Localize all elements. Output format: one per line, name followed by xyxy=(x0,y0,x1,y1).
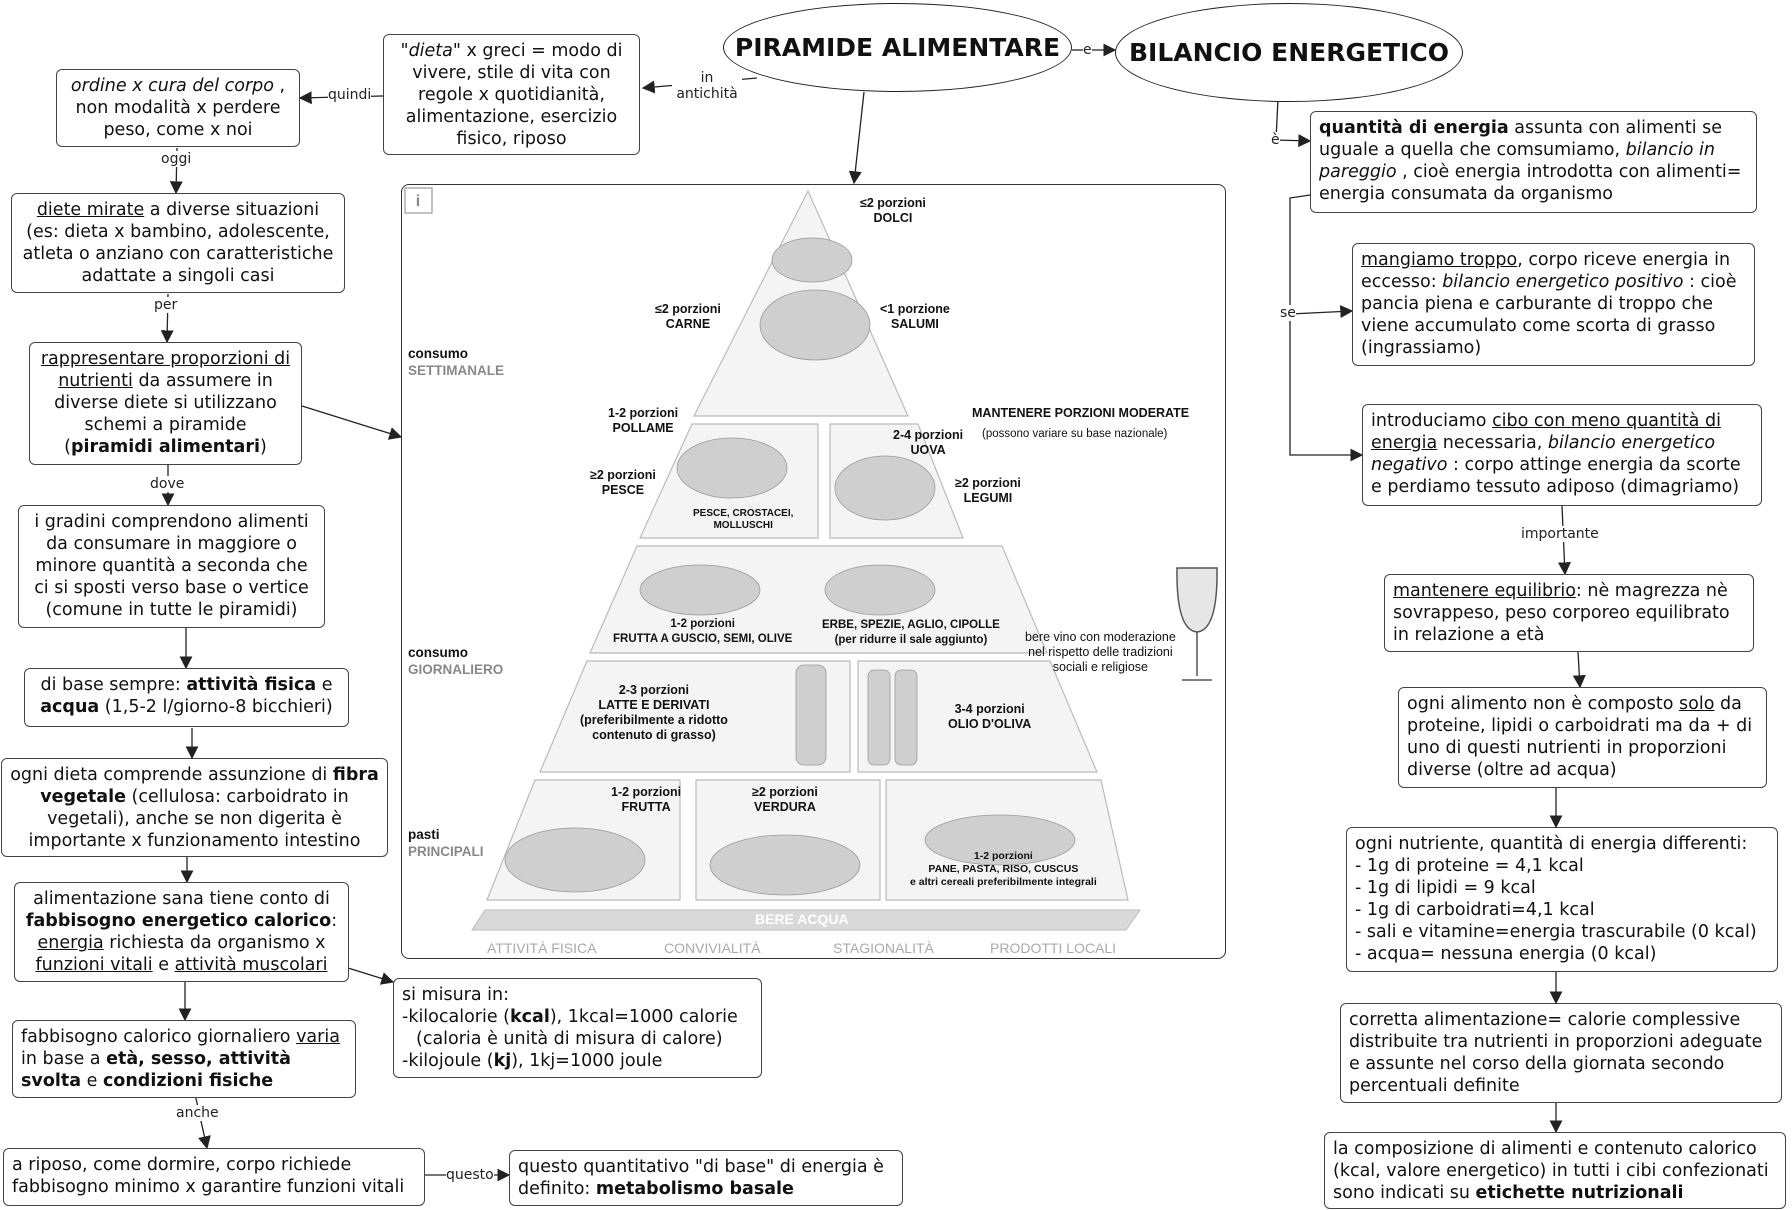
label-vino: bere vino con moderazione nel rispetto d… xyxy=(1025,630,1176,674)
label-erbe: ERBE, SPEZIE, AGLIO, CIPOLLE (per ridurr… xyxy=(822,619,1000,646)
box-metabolismo-basale: questo quantitativo "di base" di energia… xyxy=(509,1150,903,1206)
label-salumi: <1 porzione SALUMI xyxy=(880,302,950,331)
label-legumi: ≥2 porzioni LEGUMI xyxy=(955,476,1021,505)
label-uova: 2-4 porzioni UOVA xyxy=(893,428,964,457)
nutriente-line: ogni nutriente, quantità di energia diff… xyxy=(1355,834,1748,854)
nutriente-line: - sali e vitamine=energia trascurabile (… xyxy=(1355,922,1757,942)
link-label-anche: anche xyxy=(176,1105,219,1121)
link-label-per: per xyxy=(154,297,178,313)
pyramid-tier-olio xyxy=(857,660,1098,773)
box-diete-mirate: diete mirate a diverse situazioni (es: d… xyxy=(11,193,345,293)
label-carne: ≤2 porzioni CARNE xyxy=(655,302,721,331)
link-label-in-antichita: in antichità xyxy=(672,70,742,102)
label-frutta-guscio: 1-2 porzioni FRUTTA A GUSCIO, SEMI, OLIV… xyxy=(613,618,793,645)
link-label-dove: dove xyxy=(150,476,185,492)
svg-text:i: i xyxy=(416,193,420,210)
link-label-oggi: oggi xyxy=(161,151,192,167)
cereali-illustration xyxy=(924,814,1076,866)
carne-illustration xyxy=(759,289,871,361)
latte-bottle-illustration xyxy=(795,664,827,766)
box-ordine-cura-corpo: ordine x cura del corpo , non modalità x… xyxy=(56,69,300,147)
box-base-sempre: di base sempre: attività fisica e acqua … xyxy=(24,668,349,727)
box-ogni-nutriente: ogni nutriente, quantità di energia diff… xyxy=(1346,827,1778,972)
info-icon xyxy=(404,187,433,214)
box-corretta-alimentazione: corretta alimentazione= calorie compless… xyxy=(1340,1003,1782,1103)
box-a-riposo: a riposo, come dormire, corpo richiede f… xyxy=(3,1148,425,1206)
footer-prodotti-locali: PRODOTTI LOCALI xyxy=(990,940,1117,956)
nutriente-line: - 1g di lipidi = 9 kcal xyxy=(1355,878,1536,898)
label-verdura: ≥2 porzioni VERDURA xyxy=(752,785,818,814)
footer-convivialita: CONVIVIALITÀ xyxy=(664,940,761,956)
box-si-misura-in: si misura in:-kilocalorie (kcal), 1kcal=… xyxy=(393,978,762,1078)
label-moderate-note: (possono variare su base nazionale) xyxy=(982,428,1168,440)
link-label-importante: importante xyxy=(1521,526,1599,542)
dolci-illustration xyxy=(771,237,853,283)
label-moderate: MANTENERE PORZIONI MODERATE xyxy=(972,406,1190,420)
footer-attivita-fisica: ATTIVITÀ FISICA xyxy=(487,940,597,956)
box-alimentazione-sana: alimentazione sana tiene conto di fabbis… xyxy=(14,882,349,982)
olio-bottle-illustration-2 xyxy=(894,669,918,766)
nutriente-line: - 1g di carboidrati=4,1 kcal xyxy=(1355,900,1595,920)
nutriente-line: - acqua= nessuna energia (0 kcal) xyxy=(1355,944,1657,964)
label-olio: 3-4 porzioni OLIO D'OLIVA xyxy=(948,702,1032,731)
acqua-band xyxy=(471,909,1141,931)
nutriente-line: - 1g di proteine = 4,1 kcal xyxy=(1355,856,1584,876)
box-quantita-energia: quantità di energia assunta con alimenti… xyxy=(1310,111,1757,213)
erbe-illustration xyxy=(824,564,936,616)
label-pesce: ≥2 porzioni PESCE xyxy=(590,468,656,497)
olio-bottle-illustration xyxy=(867,669,891,766)
box-fabbisogno-calorico: fabbisogno calorico giornaliero varia in… xyxy=(12,1020,356,1098)
box-gradini: i gradini comprendono alimenti da consum… xyxy=(18,505,325,628)
footer-stagionalita: STAGIONALITÀ xyxy=(833,940,934,956)
link-label-quindi: quindi xyxy=(328,87,372,103)
wine-glass-icon xyxy=(1176,567,1218,681)
label-pollame: 1-2 porzioni POLLAME xyxy=(608,406,679,435)
title-piramide-alimentare: PIRAMIDE ALIMENTARE xyxy=(723,3,1072,92)
legumi-illustration xyxy=(834,455,936,521)
pesce-illustration xyxy=(676,437,788,499)
pyramid-tier-latte xyxy=(539,660,851,773)
verdura-illustration xyxy=(709,834,861,896)
label-latte: 2-3 porzioni LATTE E DERIVATI (preferibi… xyxy=(580,683,728,742)
label-cereali: 1-2 porzioni PANE, PASTA, RISO, CUSCUS e… xyxy=(910,850,1097,888)
link-label-e-right: è xyxy=(1271,132,1280,148)
link-label-questo: questo xyxy=(446,1167,494,1183)
link-label-se: se xyxy=(1280,305,1296,321)
box-mangiamo-troppo: mangiamo troppo, corpo riceve energia in… xyxy=(1352,243,1755,366)
box-etichette-nutrizionali: la composizione di alimenti e contenuto … xyxy=(1324,1132,1786,1209)
link-label-e: e xyxy=(1083,42,1092,58)
label-dolci: ≤2 porzioni DOLCI xyxy=(860,196,926,225)
frutta-guscio-illustration xyxy=(639,564,761,616)
box-rappresentare-proporzioni: rappresentare proporzioni di nutrienti d… xyxy=(29,342,302,465)
label-molluschi: PESCE, CROSTACEI, MOLLUSCHI xyxy=(693,508,794,531)
box-mantenere-equilibrio: mantenere equilibrio: nè magrezza nè sov… xyxy=(1384,574,1754,652)
box-ogni-alimento: ogni alimento non è composto solo da pro… xyxy=(1398,687,1767,788)
box-meno-energia: introduciamo cibo con meno quantità di e… xyxy=(1362,404,1762,506)
label-bere-acqua: BERE ACQUA xyxy=(755,911,849,927)
title-bilancio-energetico: BILANCIO ENERGETICO xyxy=(1115,3,1463,102)
box-fibra-vegetale: ogni dieta comprende assunzione di fibra… xyxy=(1,758,388,857)
label-frutta: 1-2 porzioni FRUTTA xyxy=(611,785,682,814)
box-dieta-greci: "dieta" x greci = modo di vivere, stile … xyxy=(383,34,640,155)
frutta-illustration xyxy=(504,827,646,893)
